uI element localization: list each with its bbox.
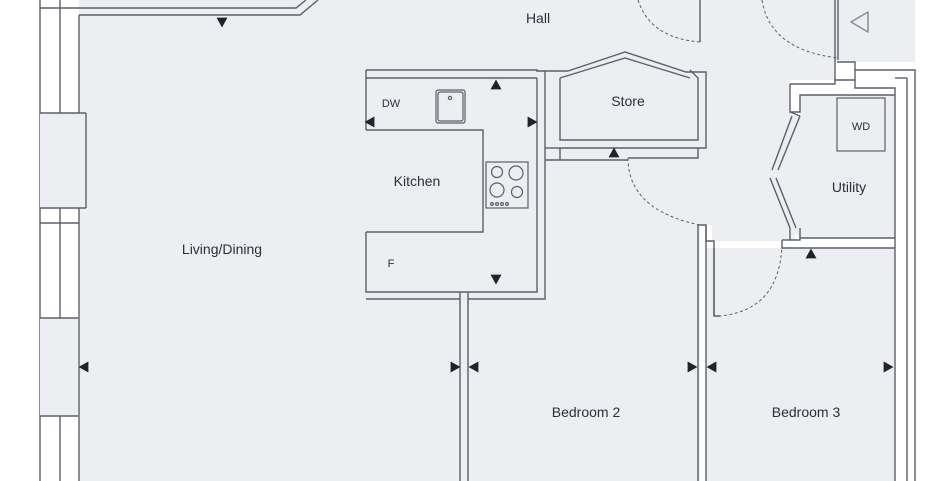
dimension-arrow-icon: [450, 361, 461, 373]
dimension-arrow-icon: [527, 116, 538, 128]
dimension-arrow-icon: [687, 361, 698, 373]
entrance-arrow-icon: [850, 11, 869, 33]
dimension-arrow-icon: [216, 17, 228, 28]
door-swing-bedroom-3: [719, 243, 783, 317]
bedroom-2-floor: [468, 160, 700, 481]
dimension-arrow-icon: [78, 361, 89, 373]
dimension-arrow-icon: [706, 361, 717, 373]
hall-corridor-floor: [545, 0, 915, 241]
utility-floor: [778, 95, 895, 238]
room-label-store: Store: [611, 93, 645, 109]
room-label-kitchen: Kitchen: [394, 173, 441, 189]
window-bay-1: [40, 113, 86, 208]
window-bay-2: [40, 318, 78, 416]
floor-areas: [79, 0, 915, 481]
dimension-arrow-icon: [364, 116, 375, 128]
dimension-arrow-icon: [608, 147, 620, 158]
appliances: [435, 89, 886, 209]
door-swings: [627, 0, 839, 317]
appliance-label-washer-dryer: WD: [852, 121, 870, 133]
dimension-arrow-icon: [883, 361, 894, 373]
appliance-label-fridge: F: [388, 258, 395, 270]
bedroom-3-floor: [706, 248, 895, 481]
room-label-utility: Utility: [832, 179, 866, 195]
appliance-labels: DW F WD: [382, 98, 870, 270]
door-swing-hall-left: [637, 0, 701, 43]
dimension-arrow-icon: [805, 248, 817, 259]
room-labels: Hall Store Kitchen Living/Dining Utility…: [182, 10, 866, 420]
sink-icon: [435, 89, 466, 124]
room-label-hall: Hall: [526, 10, 550, 26]
room-label-bedroom-2: Bedroom 2: [552, 404, 621, 420]
door-swing-hall-right: [761, 0, 839, 59]
appliance-label-dishwasher: DW: [382, 98, 401, 110]
dimension-arrow-icon: [468, 361, 479, 373]
room-label-living-dining: Living/Dining: [182, 241, 262, 257]
walls: [39, 0, 916, 481]
dimension-arrow-icon: [490, 274, 502, 285]
room-label-bedroom-3: Bedroom 3: [772, 404, 841, 420]
dimension-arrows: [78, 17, 894, 373]
hob-icon: [485, 161, 529, 209]
dimension-arrow-icon: [490, 79, 502, 90]
washer-dryer-unit: [836, 97, 886, 152]
